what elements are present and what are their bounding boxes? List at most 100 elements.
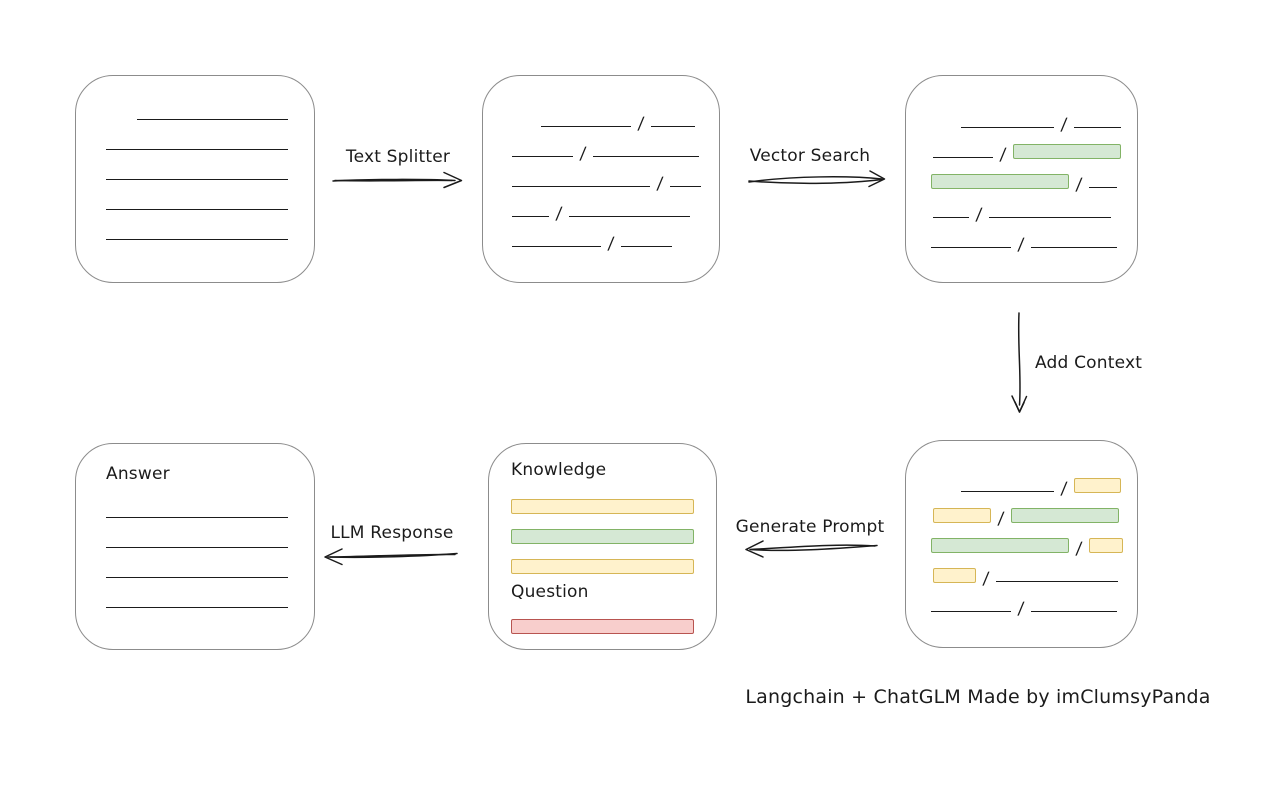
slash-separator: / — [1075, 175, 1083, 195]
text-line — [669, 186, 701, 187]
text-line — [512, 186, 650, 187]
text-row: / — [512, 218, 719, 254]
text-row — [511, 484, 716, 514]
context-lines: ///// — [906, 441, 1137, 619]
red-highlight-bar — [511, 619, 694, 634]
text-line — [933, 157, 993, 158]
text-line — [106, 577, 288, 578]
slash-separator: / — [656, 174, 664, 194]
yellow-highlight-bar — [933, 568, 976, 583]
vector-search-results-box: / / / / / — [905, 75, 1138, 283]
text-line — [650, 126, 695, 127]
credit-caption: Langchain + ChatGLM Made by imClumsyPand… — [745, 686, 1211, 708]
llm-response-arrow — [324, 548, 458, 566]
question-label: Question — [511, 582, 589, 602]
text-row — [511, 604, 716, 634]
green-highlight-bar — [931, 174, 1069, 189]
question-bar — [489, 604, 716, 634]
slash-separator: / — [637, 114, 645, 134]
add-context-arrow — [1011, 312, 1028, 413]
text-line — [933, 217, 969, 218]
text-line — [568, 216, 690, 217]
text-splitter-label: Text Splitter — [345, 147, 451, 167]
text-row: / — [512, 158, 719, 194]
add-context-label: Add Context — [1035, 353, 1143, 373]
text-row — [106, 121, 314, 151]
yellow-highlight-bar — [1088, 538, 1123, 553]
text-row: / — [933, 553, 1137, 589]
green-highlight-bar — [1012, 144, 1121, 159]
text-line — [620, 246, 672, 247]
text-row — [106, 549, 314, 579]
document-box — [75, 75, 315, 283]
generate-prompt-label: Generate Prompt — [735, 517, 885, 537]
yellow-highlight-bar — [1073, 478, 1121, 493]
slash-separator: / — [1060, 479, 1068, 499]
answer-lines — [76, 489, 314, 609]
text-row: / — [933, 493, 1137, 529]
text-line — [106, 149, 288, 150]
text-line — [106, 547, 288, 548]
text-line — [931, 247, 1011, 248]
generate-prompt-arrow — [745, 540, 878, 558]
answer-box: Answer — [75, 443, 315, 650]
text-row — [106, 489, 314, 519]
answer-label: Answer — [106, 464, 170, 484]
green-highlight-bar — [1010, 508, 1119, 523]
text-line — [512, 216, 549, 217]
search-result-lines: / / / / / — [906, 76, 1137, 255]
slash-separator: / — [607, 234, 615, 254]
slash-separator: / — [975, 205, 983, 225]
slash-separator: / — [999, 145, 1007, 165]
text-row — [106, 151, 314, 181]
text-line — [592, 156, 699, 157]
llm-response-label: LLM Response — [330, 523, 454, 543]
knowledge-label: Knowledge — [511, 460, 607, 480]
text-line — [1030, 247, 1117, 248]
slash-separator: / — [1060, 115, 1068, 135]
text-row: / — [541, 98, 719, 134]
text-row: / — [512, 188, 719, 224]
slash-separator: / — [982, 569, 990, 589]
text-row — [511, 544, 716, 574]
split-chunks-box: / / / / / — [482, 75, 720, 283]
green-highlight-bar — [511, 529, 694, 544]
prompt-box: Knowledge Question — [488, 443, 717, 650]
text-line — [512, 156, 573, 157]
text-row: / — [961, 463, 1137, 499]
text-splitter-arrow — [332, 171, 463, 189]
text-line — [931, 611, 1011, 612]
vector-search-label: Vector Search — [749, 146, 871, 166]
document-lines — [76, 76, 314, 241]
text-line — [1088, 187, 1117, 188]
text-row — [106, 211, 314, 241]
text-row: / — [931, 159, 1137, 195]
text-row — [106, 579, 314, 609]
slash-separator: / — [555, 204, 563, 224]
text-row — [137, 91, 314, 121]
slash-separator: / — [1017, 235, 1025, 255]
vector-search-arrow — [748, 170, 886, 188]
green-highlight-bar — [931, 538, 1069, 553]
text-line — [961, 491, 1054, 492]
slash-separator: / — [579, 144, 587, 164]
text-row — [106, 181, 314, 211]
context-box: ///// — [905, 440, 1138, 648]
text-line — [512, 246, 601, 247]
text-line — [106, 179, 288, 180]
yellow-highlight-bar — [933, 508, 991, 523]
text-row: / — [933, 129, 1137, 165]
text-line — [106, 607, 288, 608]
text-row: / — [931, 583, 1137, 619]
text-line — [995, 581, 1118, 582]
text-row: / — [961, 99, 1137, 135]
text-line — [1073, 127, 1121, 128]
text-line — [137, 119, 288, 120]
text-row — [511, 514, 716, 544]
text-line — [106, 517, 288, 518]
yellow-highlight-bar — [511, 499, 694, 514]
text-line — [541, 126, 631, 127]
text-row: / — [933, 189, 1137, 225]
text-row: / — [931, 219, 1137, 255]
